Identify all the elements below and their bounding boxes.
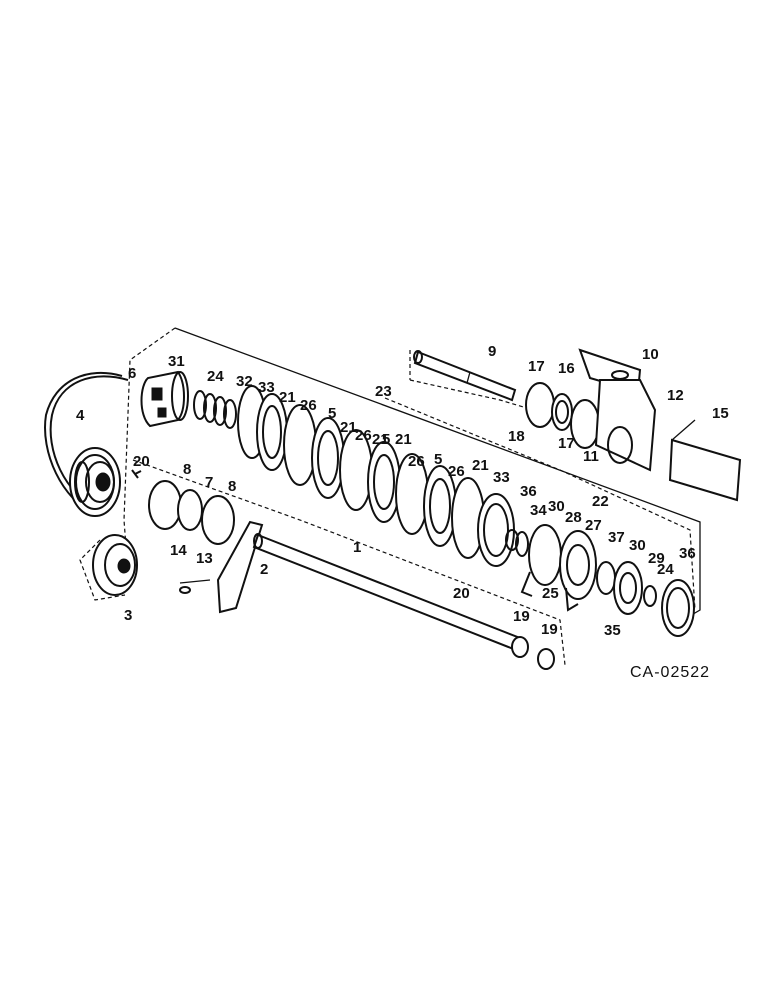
- callout-24b: 24: [657, 561, 674, 578]
- spring-stack: [193, 390, 237, 429]
- callout-4: 4: [76, 407, 85, 424]
- callout-26b: 26: [355, 427, 372, 444]
- callout-27: 27: [585, 517, 602, 534]
- upper-shaft: [413, 350, 517, 402]
- callout-6: 6: [128, 365, 136, 382]
- callout-21d: 21: [472, 457, 489, 474]
- bearing-group-right: [505, 524, 695, 637]
- callout-36b: 36: [679, 545, 696, 562]
- callout-7: 7: [205, 474, 213, 491]
- lower-sheave: [92, 534, 138, 596]
- callout-8b: 8: [228, 478, 236, 495]
- callout-5b: 5: [382, 431, 390, 448]
- callout-28: 28: [565, 509, 582, 526]
- callout-21c: 21: [395, 431, 412, 448]
- callout-20b: 20: [453, 585, 470, 602]
- callout-1: 1: [353, 539, 361, 556]
- callout-21a: 21: [279, 389, 296, 406]
- callout-23: 23: [375, 383, 392, 400]
- callout-32: 32: [236, 373, 253, 390]
- callout-19b: 19: [541, 621, 558, 638]
- callout-17a: 17: [528, 358, 545, 375]
- callout-17b: 17: [558, 435, 575, 452]
- callout-16: 16: [558, 360, 575, 377]
- callout-15: 15: [712, 405, 729, 422]
- callout-21b: 21: [340, 419, 357, 436]
- callout-26a: 26: [300, 397, 317, 414]
- callout-30a: 30: [548, 498, 565, 515]
- callout-24a: 24: [207, 368, 224, 385]
- mounting-bracket: [578, 348, 657, 472]
- callout-33b: 33: [493, 469, 510, 486]
- retaining-pin: [131, 469, 142, 479]
- callout-10: 10: [642, 346, 659, 363]
- clutch-housing: [140, 370, 189, 428]
- callout-29: 29: [648, 550, 665, 567]
- callout-8a: 8: [183, 461, 191, 478]
- callout-14: 14: [170, 542, 187, 559]
- callout-9: 9: [488, 343, 496, 360]
- callout-34: 34: [530, 502, 547, 519]
- callout-5c: 5: [434, 451, 442, 468]
- callout-30b: 30: [629, 537, 646, 554]
- callout-11: 11: [583, 448, 599, 465]
- callout-20a: 20: [133, 453, 150, 470]
- flange-bearing-left: [148, 480, 235, 545]
- callout-37: 37: [608, 529, 625, 546]
- drive-sheave: [69, 447, 121, 517]
- callout-26d: 26: [448, 463, 465, 480]
- callout-26c: 26: [408, 453, 425, 470]
- drawing-id: CA-02522: [630, 664, 710, 681]
- callout-18: 18: [508, 428, 525, 445]
- callout-33a: 33: [258, 379, 275, 396]
- callout-12: 12: [667, 387, 684, 404]
- callout-19a: 19: [513, 608, 530, 625]
- callout-36a: 36: [520, 483, 537, 500]
- callout-25: 25: [542, 585, 559, 602]
- callout-31: 31: [168, 353, 185, 370]
- lower-shaft: [252, 533, 555, 670]
- lever-arm: [179, 520, 264, 614]
- shield: [668, 419, 742, 502]
- callout-2: 2: [260, 561, 268, 578]
- upper-bearing: [525, 382, 600, 449]
- disc-stack: [237, 385, 515, 567]
- callout-21e: 21: [372, 431, 389, 448]
- callout-labels: 1 2 3 4 5 5 5 6 7 8 8 9 10 11 12 13 14 1…: [76, 343, 729, 639]
- callout-35: 35: [604, 622, 621, 639]
- callout-22: 22: [592, 493, 609, 510]
- callout-3: 3: [124, 607, 132, 624]
- callout-5a: 5: [328, 405, 336, 422]
- callout-13: 13: [196, 550, 213, 567]
